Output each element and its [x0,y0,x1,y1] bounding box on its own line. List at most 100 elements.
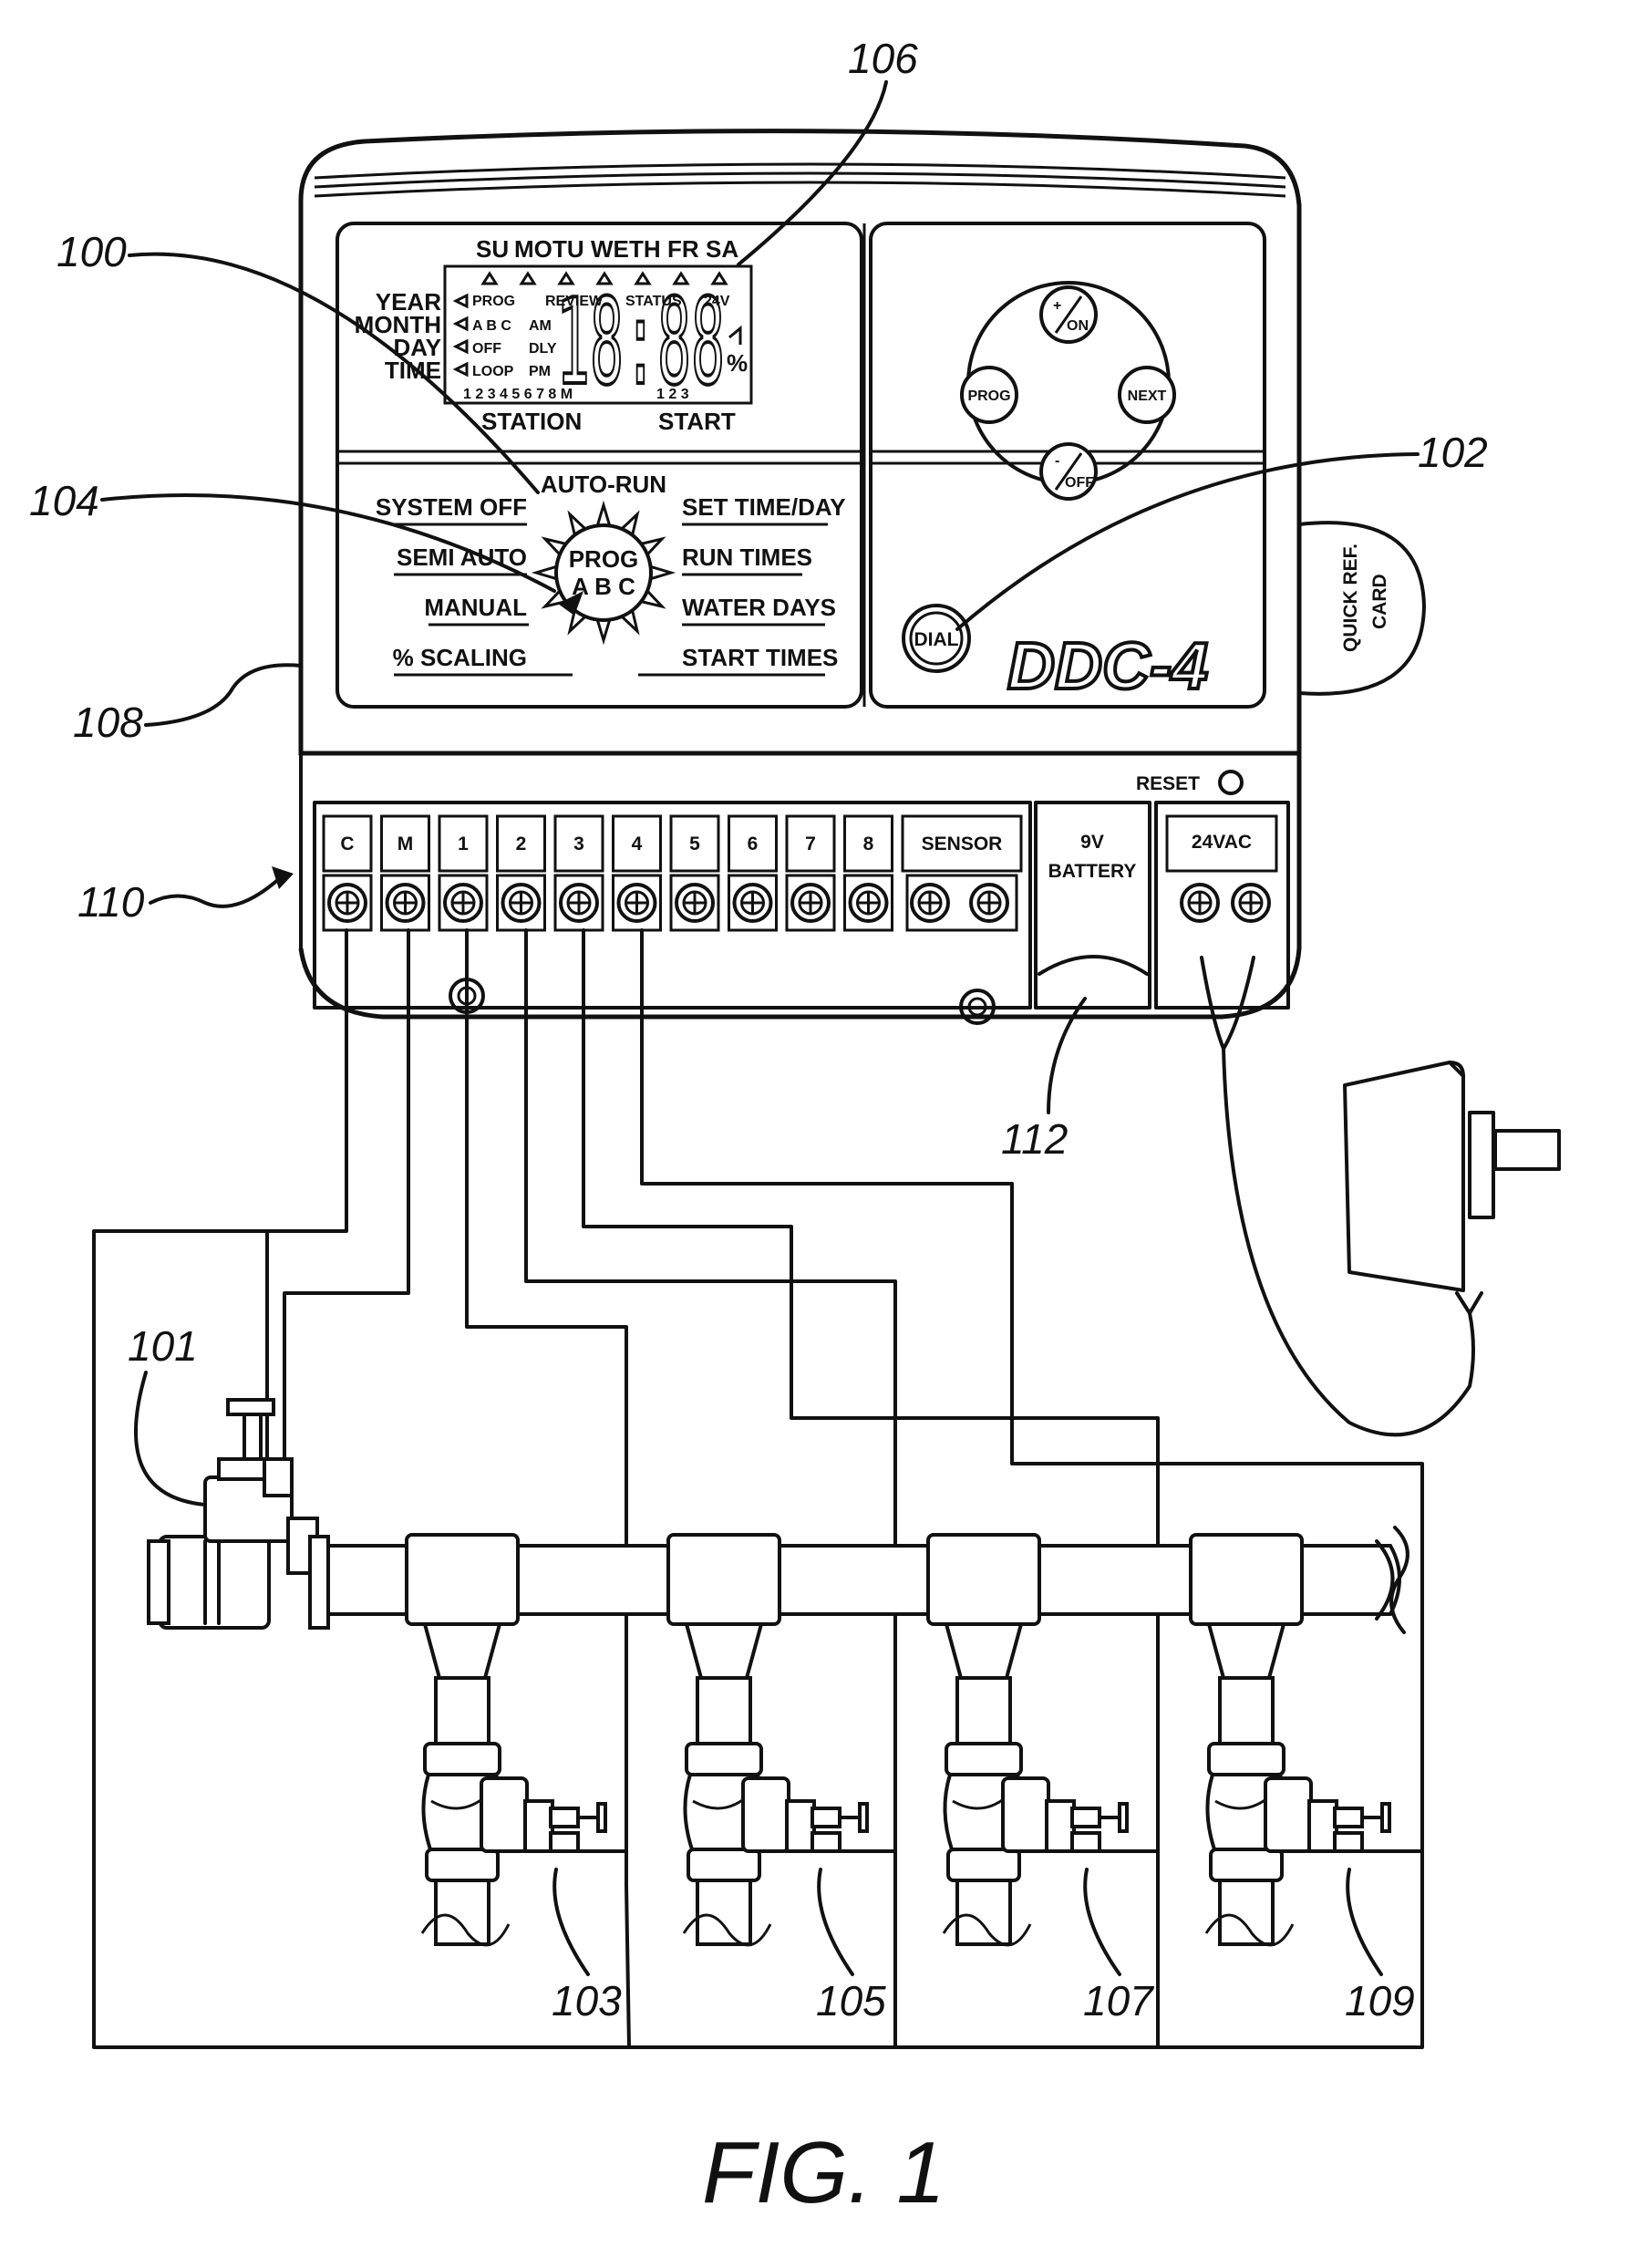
main-pipe [308,1526,1409,1634]
reference-labels: 106 100 104 102 108 110 112 101 103 105 … [29,35,1488,2024]
dial-position-auto-run[interactable]: AUTO-RUN [541,471,666,498]
row-arrow-indicator [452,293,469,309]
svg-text:DIAL: DIAL [914,629,959,650]
dial-ray [620,609,640,636]
terminal-c[interactable]: C [322,814,373,932]
dial-position-scaling[interactable]: % SCALING [393,644,527,671]
dial-star-rays [531,500,676,646]
dial-position-manual[interactable]: MANUAL [424,594,527,621]
start-label: START [658,408,736,435]
dial-ray [567,510,587,536]
terminal-label: 6 [748,834,759,854]
row-arrow-indicator [452,338,469,355]
ref-105: 105 [816,1977,886,2024]
quick-ref-card[interactable]: QUICK REF. CARD [1297,521,1426,696]
on-button[interactable]: + ON [1039,285,1098,344]
day-indicator-triangle [634,271,652,285]
terminal-4[interactable]: 4 [612,814,662,932]
label-year: YEAR [376,288,441,316]
battery-label-battery: BATTERY [1048,861,1137,882]
station-digits: 1 2 3 4 5 6 7 8 M [463,387,573,402]
brand-logo: DDC-4 [1007,630,1208,703]
percent-indicator: % [727,349,748,377]
terminal-label: SENSOR [922,834,1003,854]
svg-text:+: + [1053,298,1061,314]
dial-position-start-times[interactable]: START TIMES [682,644,838,671]
station-label: STATION [481,408,582,435]
terminal-2[interactable]: 2 [496,814,546,932]
svg-text:OFF: OFF [1065,475,1094,491]
zone-valve-3 [926,1533,1129,1947]
terminal-label: 8 [863,834,874,854]
plug-in-transformer [1343,1061,1561,1315]
terminal-sensor[interactable]: SENSOR [901,814,1023,932]
start-digits: 1 2 3 [656,387,689,402]
terminal-1[interactable]: 1 [438,814,489,932]
keypad: + ON - OFF PROG NEXT DIAL DDC-4 [902,281,1210,705]
day-indicators [480,271,728,285]
terminal-strip: C M 1 2 3 4 5 6 7 8 SENSOR 9V BATTERY 24VAC [313,801,1290,1025]
day-sa: SA [706,235,738,263]
ref-101: 101 [128,1322,198,1370]
svg-text:CARD: CARD [1369,574,1390,629]
dial-ray [640,536,666,556]
day-indicator-triangle [557,271,575,285]
terminal-6[interactable]: 6 [728,814,778,932]
day-indicator-triangle [672,271,690,285]
terminal-label: C [340,834,354,854]
svg-text:RESET: RESET [1136,773,1200,794]
dial-position-set-time-day[interactable]: SET TIME/DAY [682,493,846,521]
svg-text:ON: ON [1067,318,1089,334]
dial-position-water-days[interactable]: WATER DAYS [682,594,836,621]
terminal-3[interactable]: 3 [553,814,604,932]
prog-indicator: PROG [472,294,515,309]
face-panel [336,222,1266,709]
ref-110: 110 [77,878,145,926]
power-label: 24VAC [1192,832,1252,853]
zone-valve-4 [1189,1533,1391,1947]
dial-position-run-times[interactable]: RUN TIMES [682,544,812,571]
zone-valve-2 [666,1533,869,1947]
dial-ray [595,500,612,526]
terminal-5[interactable]: 5 [669,814,720,932]
row-arrow-indicator [452,361,469,378]
ref-102: 102 [1418,429,1488,476]
svg-text:PROG: PROG [967,388,1010,404]
dial-position-system-off[interactable]: SYSTEM OFF [376,493,527,521]
battery-label-9v: 9V [1080,832,1104,853]
24v-indicator: 24V [704,294,730,309]
tees-and-valves [405,1533,1391,1947]
dial-ray [541,536,567,556]
terminal-m[interactable]: M [380,814,430,932]
reset-button[interactable]: RESET [1136,770,1244,795]
off-button[interactable]: - OFF [1039,442,1098,501]
terminal-8[interactable]: 8 [843,814,893,932]
terminal-label: 5 [689,834,700,854]
dial-ray [531,564,557,581]
terminal-label: 7 [805,834,816,854]
day-we: WE [591,235,629,263]
dial-ray [595,619,612,646]
terminal-7[interactable]: 7 [785,814,836,932]
next-button[interactable]: NEXT [1118,366,1176,424]
zone-valve-1 [405,1533,607,1947]
pm-indicator: PM [529,364,551,379]
row-indicators [452,293,469,378]
battery-cover [1038,955,1149,976]
svg-text:QUICK REF.: QUICK REF. [1340,544,1361,652]
terminal-label: 3 [573,834,584,854]
ref-109: 109 [1345,1977,1415,2024]
dial-button[interactable]: DIAL [902,604,971,673]
off-indicator: OFF [472,341,501,357]
ref-112: 112 [1001,1115,1068,1163]
terminal-label: 1 [458,834,469,854]
terminal-label: M [398,834,414,854]
day-fr: FR [667,235,699,263]
dial-ray [650,564,676,581]
figure-caption: FIG. 1 [702,2124,945,2221]
program-selector-dial[interactable]: PROG A B C AUTO-RUN SYSTEM OFF SEMI AUTO… [376,471,846,677]
prog-button[interactable]: PROG [960,366,1018,424]
